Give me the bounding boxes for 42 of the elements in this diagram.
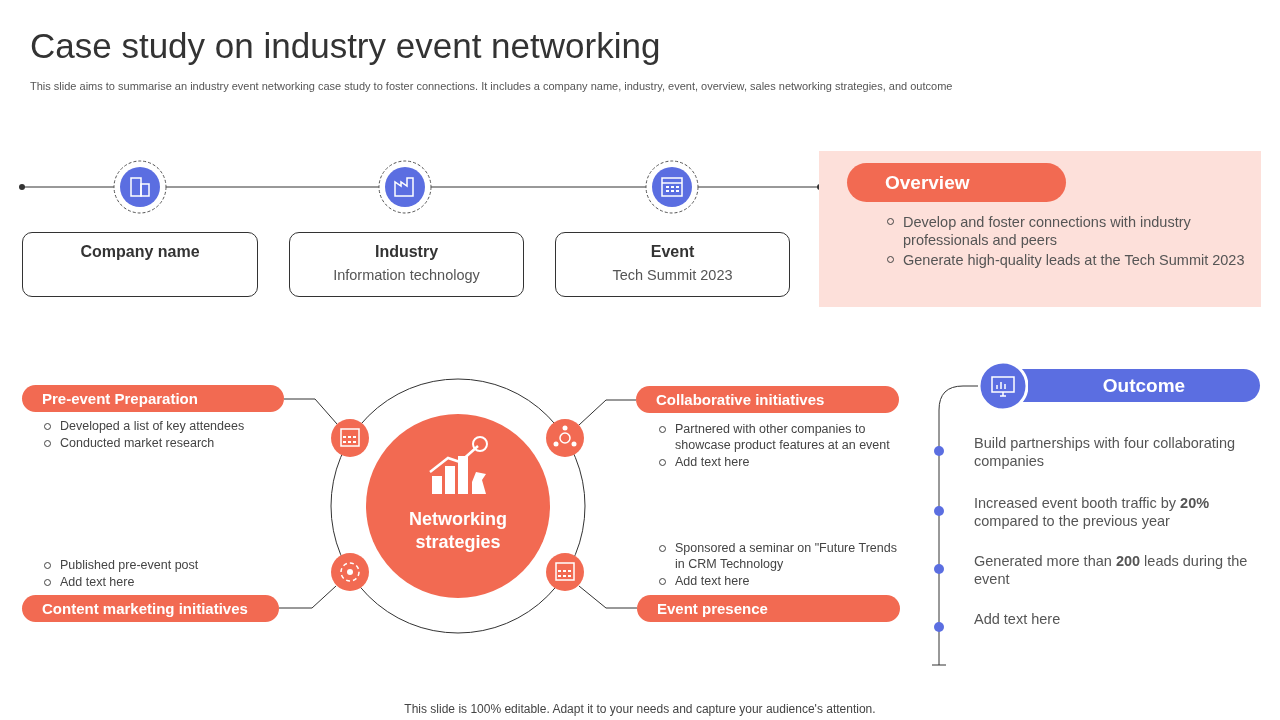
info-card xyxy=(289,232,524,297)
bullet-text: Sponsored a seminar on "Future Trends in CRM Technology xyxy=(657,540,907,572)
card-value: Tech Summit 2023 xyxy=(611,267,734,283)
bullet-text: Add text here xyxy=(42,574,292,590)
bullet-text: Add text here xyxy=(657,454,907,470)
calendar-icon xyxy=(545,552,585,592)
outcome-text: Increased event booth traffic by 20% compared to the previous year xyxy=(974,494,1211,530)
connector-line xyxy=(578,585,638,609)
slide-title: Case study on industry event networking xyxy=(30,26,661,66)
bullet-text: Partnered with other companies to showcase product features at an event xyxy=(657,421,907,453)
bullet-text: Developed a list of key attendees xyxy=(42,418,292,434)
strategy-pill: Pre-event Preparation xyxy=(22,385,284,412)
bullet-text: Conducted market research xyxy=(42,435,292,451)
bullet-text: Develop and foster connections with industry professionals and peers xyxy=(885,213,1255,249)
network-icon xyxy=(330,552,370,592)
outcome-text: Build partnerships with four collaborating companies xyxy=(974,434,1237,470)
strategy-pill: Event presence xyxy=(637,595,900,622)
info-card xyxy=(555,232,790,297)
bullet-text: Generate high-quality leads at the Tech Summit 2023 xyxy=(885,251,1255,269)
heading-pill: Overview xyxy=(847,163,1066,202)
footer-note: This slide is 100% editable. Adapt it to your needs and capture your audience's attention. xyxy=(403,702,877,716)
card-heading: Industry xyxy=(373,243,440,261)
strategy-pill: Collaborative initiatives xyxy=(636,386,899,413)
card-value: Information technology xyxy=(332,267,481,283)
bullet-text: Published pre-event post xyxy=(42,557,292,573)
connector-line xyxy=(278,585,337,609)
heading-label: Outcome xyxy=(1101,375,1187,397)
subtitle: This slide aims to summarise an industry event networking case study to foster connections. It includes a company name, industry, event, overview, sales networking strategies, and outcome xyxy=(30,80,954,92)
outcome-text: Generated more than 200 leads during the event xyxy=(974,552,1249,588)
team-icon xyxy=(545,418,585,458)
card-heading: Company name xyxy=(79,243,201,261)
overview-panel xyxy=(819,151,1261,307)
info-card xyxy=(22,232,258,297)
bullet-text: Add text here xyxy=(657,573,907,589)
strategy-pill: Content marketing initiatives xyxy=(22,595,279,622)
calendar-icon xyxy=(330,418,370,458)
connector-line xyxy=(578,399,637,426)
outcome-text: Add text here xyxy=(974,610,1062,628)
outcome-header xyxy=(978,362,1260,410)
center-label: Networking strategies xyxy=(408,508,508,554)
connector-line xyxy=(283,398,338,425)
card-heading: Event xyxy=(649,243,696,261)
